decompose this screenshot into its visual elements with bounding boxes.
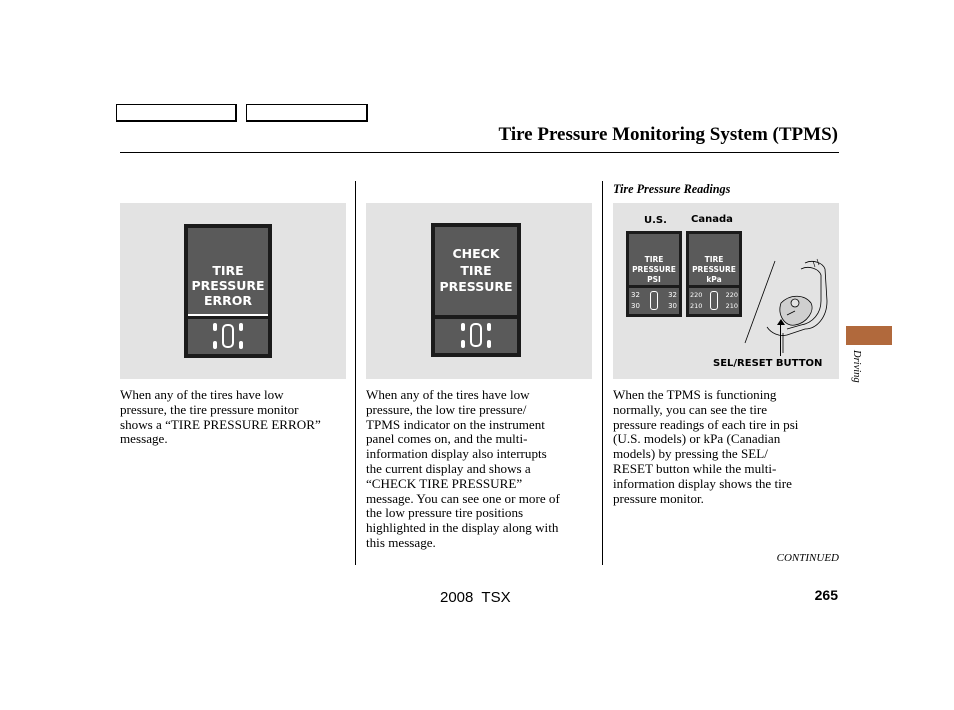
psi-front-left: 32 [631, 291, 640, 299]
sel-reset-button-label: SEL/RESET BUTTON [713, 358, 823, 369]
figure-check-tire-pressure: CHECK TIRE PRESSURE [366, 203, 592, 379]
car-icon [650, 291, 658, 310]
psi-readings: 32 32 30 30 [629, 288, 679, 314]
lcd-screen-message: TIRE PRESSURE ERROR [188, 228, 268, 314]
kpa-front-right: 220 [725, 291, 738, 299]
section-tab-label: Driving [851, 350, 862, 383]
canada-label: Canada [691, 214, 733, 225]
psi-rear-right: 30 [668, 302, 677, 310]
psi-rear-left: 30 [631, 302, 640, 310]
body-text-col1: When any of the tires have low pressure,… [120, 387, 321, 447]
figure-tire-pressure-error: TIRE PRESSURE ERROR [120, 203, 346, 379]
car-icon [710, 291, 718, 310]
lcd-screen-tire-diagram [435, 319, 517, 353]
column-divider-1 [355, 181, 356, 565]
section-tab-driving[interactable] [846, 326, 892, 345]
us-label: U.S. [644, 215, 667, 226]
lcd-display-check: CHECK TIRE PRESSURE [431, 223, 521, 357]
steering-wheel-stalk-illustration [744, 258, 828, 353]
lcd-display-kpa: TIRE PRESSURE kPa 220 220 210 210 [686, 231, 742, 317]
kpa-rear-left: 210 [690, 302, 703, 310]
lcd-display-psi: TIRE PRESSURE PSI 32 32 30 30 [626, 231, 682, 317]
car-icon [470, 323, 482, 347]
psi-front-right: 32 [668, 291, 677, 299]
header-rule [120, 152, 839, 153]
sel-reset-pointer-arrow [780, 323, 781, 356]
page-number: 265 [814, 587, 838, 603]
nav-box-2[interactable] [246, 104, 368, 122]
figure-tire-pressure-readings: U.S. Canada TIRE PRESSURE PSI 32 32 30 3… [613, 203, 839, 379]
lcd-screen-tire-diagram [188, 319, 268, 354]
kpa-front-left: 220 [690, 291, 703, 299]
kpa-readings: 220 220 210 210 [689, 288, 739, 314]
page-title: Tire Pressure Monitoring System (TPMS) [498, 124, 838, 145]
body-text-col2: When any of the tires have low pressure,… [366, 387, 560, 550]
subheading-tire-pressure-readings: Tire Pressure Readings [613, 182, 731, 196]
car-icon [222, 324, 234, 348]
kpa-rear-right: 210 [725, 302, 738, 310]
nav-box-1[interactable] [116, 104, 237, 122]
footer-model: 2008 TSX [440, 589, 511, 606]
lcd-screen-message: CHECK TIRE PRESSURE [435, 227, 517, 315]
continued-label: CONTINUED [776, 552, 839, 564]
body-text-col3: When the TPMS is functioning normally, y… [613, 387, 799, 506]
lcd-display-error: TIRE PRESSURE ERROR [184, 224, 272, 358]
column-divider-2 [602, 181, 603, 565]
